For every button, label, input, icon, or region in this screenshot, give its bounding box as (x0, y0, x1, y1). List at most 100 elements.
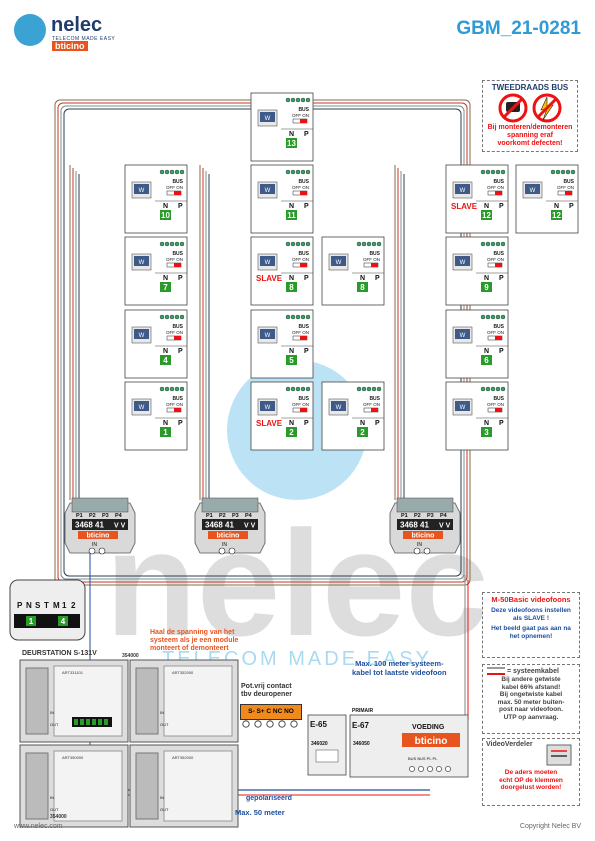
bus-terminal (300, 169, 306, 175)
module-side (25, 667, 49, 735)
contact-screw (278, 720, 286, 728)
e65-name: E-65 (310, 720, 327, 729)
m50-line: Deze videofoons instellen (491, 607, 571, 614)
max100-line: Max. 100 meter systeem- (355, 659, 444, 668)
monitor-letter: W (336, 405, 342, 411)
module-display-key (98, 719, 102, 725)
bus-terminal (179, 386, 185, 392)
e67-brand-bg (402, 733, 460, 747)
monitor-screen (260, 112, 275, 122)
distributor-model: 3468 41 (205, 521, 234, 530)
keypad-label: T (44, 601, 49, 610)
bus-terminal (500, 241, 506, 247)
n-label: N (484, 348, 489, 355)
monitor-number-bg (481, 355, 492, 365)
monitor-letter: W (139, 260, 145, 266)
bus-label: BUS (493, 324, 504, 330)
warning-line: spanning eraf (507, 132, 553, 139)
distributor-brand: bticino (412, 533, 435, 540)
p-label: P (304, 348, 309, 355)
monitor-number: 5 (289, 356, 294, 365)
monitor-number-bg (481, 282, 492, 292)
distributor-terminal-label: P3 (232, 513, 239, 519)
bus-label: BUS (369, 251, 380, 257)
dip-switch-on (300, 263, 307, 267)
monitor-number-bg (286, 138, 297, 148)
bus-terminal (169, 386, 175, 392)
bus-terminal (164, 314, 170, 320)
spanning-line: monteert of demonteert (150, 645, 229, 652)
bus-terminal (495, 386, 501, 392)
m50-title: M-50Basic videofoons (491, 595, 571, 604)
bus-terminal (480, 241, 486, 247)
monitor-frame (445, 236, 509, 306)
monitor-letter: W (139, 405, 145, 411)
contact-screw (266, 720, 274, 728)
bus-terminal (300, 314, 306, 320)
monitor-frame (445, 164, 509, 234)
monitor-letter: W (139, 188, 145, 194)
monitor-screen (260, 256, 275, 266)
off-on-label: OFF ON (487, 185, 504, 190)
module-out: OUT (50, 722, 59, 727)
off-on-label: OFF ON (292, 330, 309, 335)
n-label: N (484, 203, 489, 210)
off-on-label: OFF ON (363, 402, 380, 407)
off-on-label: OFF ON (166, 185, 183, 190)
monitor-letter: W (139, 333, 145, 339)
monitor-number-bg (481, 427, 492, 437)
monitor-number: 13 (287, 139, 296, 148)
m50-note: M-50Basic videofoons Deze videofoons ins… (482, 592, 580, 658)
distributor-screw (423, 547, 431, 555)
distributor-terminal-label: P2 (89, 513, 96, 519)
monitor-screen (134, 256, 149, 266)
sub-brand: bticino (52, 41, 88, 51)
bus-label: BUS (172, 179, 183, 185)
distributor-terminal-label: P2 (414, 513, 421, 519)
n-label: N (289, 420, 294, 427)
distributor-terminal-block (201, 497, 259, 513)
bus-terminal (490, 386, 496, 392)
monitor-number-bg (286, 427, 297, 437)
bus-label: BUS (493, 251, 504, 257)
module-code: ART331101 (62, 670, 84, 675)
verdeler-icon (546, 744, 572, 766)
keypad-label: 2 (71, 601, 76, 610)
bus-terminal (295, 97, 301, 103)
p-label: P (304, 203, 309, 210)
monitor-number-bg (160, 210, 171, 220)
bus-terminal (285, 386, 291, 392)
spanning-line: Haal de spanning van het (150, 629, 235, 636)
monitor-letter: W (265, 116, 271, 122)
distributor-brand: bticino (217, 533, 240, 540)
bus-terminal (179, 169, 185, 175)
warning-line: voorkomt defecten! (497, 140, 563, 147)
bus-terminal (485, 314, 491, 320)
n-label: N (289, 203, 294, 210)
verdeler-line: De aders moeten (504, 769, 558, 776)
p-label: P (569, 203, 574, 210)
dip-switch-on (300, 336, 307, 340)
n-label: N (163, 203, 168, 210)
kabel-line: Bij ongetwiste kabel (499, 691, 563, 699)
bus-label: BUS (172, 324, 183, 330)
dip-switch-on (174, 336, 181, 340)
distributor-screw (218, 547, 226, 555)
bus-terminal (300, 386, 306, 392)
distributor-terminal-label: P4 (245, 513, 253, 519)
monitor-number-bg (160, 355, 171, 365)
dip-switch-on (371, 408, 378, 412)
e67-code: 346050 (353, 741, 370, 747)
monitor-number: 12 (552, 211, 561, 220)
